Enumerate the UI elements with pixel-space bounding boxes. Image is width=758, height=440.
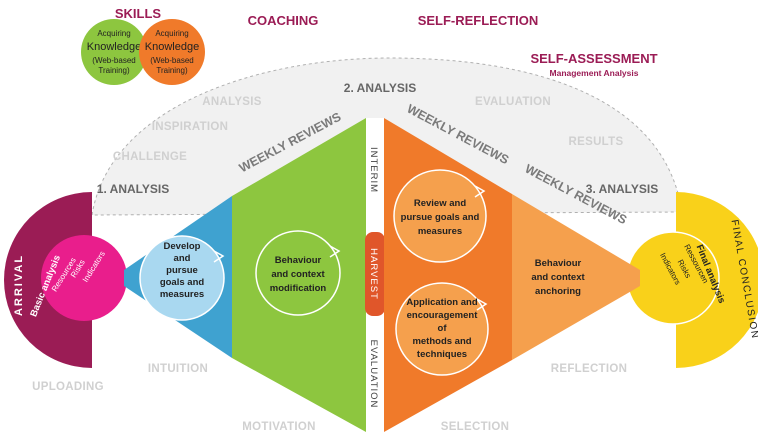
center-interim: INTERIM bbox=[368, 147, 379, 193]
svg-text:measures: measures bbox=[160, 289, 204, 300]
svg-text:(Web-based: (Web-based bbox=[92, 56, 135, 65]
ghost-uploading: UPLOADING bbox=[32, 381, 104, 393]
svg-text:and context: and context bbox=[531, 272, 585, 283]
svg-text:anchoring: anchoring bbox=[535, 286, 581, 297]
svg-text:and context: and context bbox=[271, 269, 325, 280]
circle-review-goals: Review and pursue goals and measures bbox=[393, 169, 487, 263]
circle-application-methods: Application and encouragement of methods… bbox=[395, 282, 489, 376]
stage-analysis-1: 1. ANALYSIS bbox=[97, 182, 169, 196]
header-management-analysis: Management Analysis bbox=[550, 68, 639, 78]
ghost-reflection: REFLECTION bbox=[551, 363, 627, 375]
svg-text:measures: measures bbox=[418, 226, 462, 237]
skills-bubble-green: Acquiring Knowledge (Web-based Training) bbox=[81, 19, 147, 85]
ghost-intuition: INTUITION bbox=[148, 363, 208, 375]
svg-text:Knowledge: Knowledge bbox=[87, 41, 141, 53]
svg-text:Behaviour: Behaviour bbox=[535, 258, 582, 269]
svg-text:pursue: pursue bbox=[166, 265, 198, 276]
svg-text:Training): Training) bbox=[98, 66, 130, 75]
header-coaching: COACHING bbox=[248, 13, 319, 28]
svg-text:Acquiring: Acquiring bbox=[97, 29, 130, 38]
svg-text:encouragement: encouragement bbox=[407, 310, 479, 321]
svg-text:goals and: goals and bbox=[160, 277, 205, 288]
center-evaluation: EVALUATION bbox=[368, 340, 379, 409]
ghost-evaluation: EVALUATION bbox=[475, 96, 551, 108]
svg-text:Acquiring: Acquiring bbox=[155, 29, 188, 38]
arrival-title: ARRIVAL bbox=[13, 254, 25, 316]
circle-develop-goals: Develop and pursue goals and measures bbox=[139, 235, 225, 321]
svg-text:pursue goals and: pursue goals and bbox=[401, 212, 480, 223]
header-self-reflection: SELF-REFLECTION bbox=[418, 13, 539, 28]
behaviour-anchoring-label: Behaviour and context anchoring bbox=[531, 258, 585, 297]
svg-text:(Web-based: (Web-based bbox=[150, 56, 193, 65]
circle-behaviour-modification: Behaviour and context modification bbox=[255, 230, 341, 316]
ghost-analysis: ANALYSIS bbox=[202, 96, 262, 108]
svg-text:of: of bbox=[438, 323, 448, 334]
svg-text:Behaviour: Behaviour bbox=[275, 255, 322, 266]
svg-text:Application and: Application and bbox=[406, 297, 477, 308]
center-harvest: HARVEST bbox=[368, 248, 379, 300]
basic-analysis-circle bbox=[41, 235, 127, 321]
header-self-assessment: SELF-ASSESSMENT bbox=[530, 51, 657, 66]
ghost-inspiration: INSPIRATION bbox=[152, 121, 229, 133]
svg-text:modification: modification bbox=[270, 283, 327, 294]
stage-analysis-3: 3. ANALYSIS bbox=[586, 182, 658, 196]
svg-text:Develop: Develop bbox=[164, 241, 201, 252]
svg-text:Review and: Review and bbox=[414, 198, 466, 209]
ghost-selection: SELECTION bbox=[441, 421, 510, 433]
svg-text:techniques: techniques bbox=[417, 349, 467, 360]
svg-text:methods and: methods and bbox=[412, 336, 471, 347]
svg-text:and: and bbox=[174, 253, 191, 264]
header-skills: SKILLS bbox=[115, 6, 162, 21]
ghost-motivation: MOTIVATION bbox=[242, 421, 315, 433]
skills-bubble-orange: Acquiring Knowledge (Web-based Training) bbox=[139, 19, 205, 85]
harvest-bar bbox=[365, 232, 385, 316]
svg-text:Knowledge: Knowledge bbox=[145, 41, 199, 53]
light-orange-funnel-band bbox=[512, 194, 640, 360]
ghost-results: RESULTS bbox=[569, 136, 624, 148]
stage-analysis-2: 2. ANALYSIS bbox=[344, 81, 416, 95]
ghost-challenge: CHALLENGE bbox=[113, 151, 187, 163]
svg-text:Training): Training) bbox=[156, 66, 188, 75]
